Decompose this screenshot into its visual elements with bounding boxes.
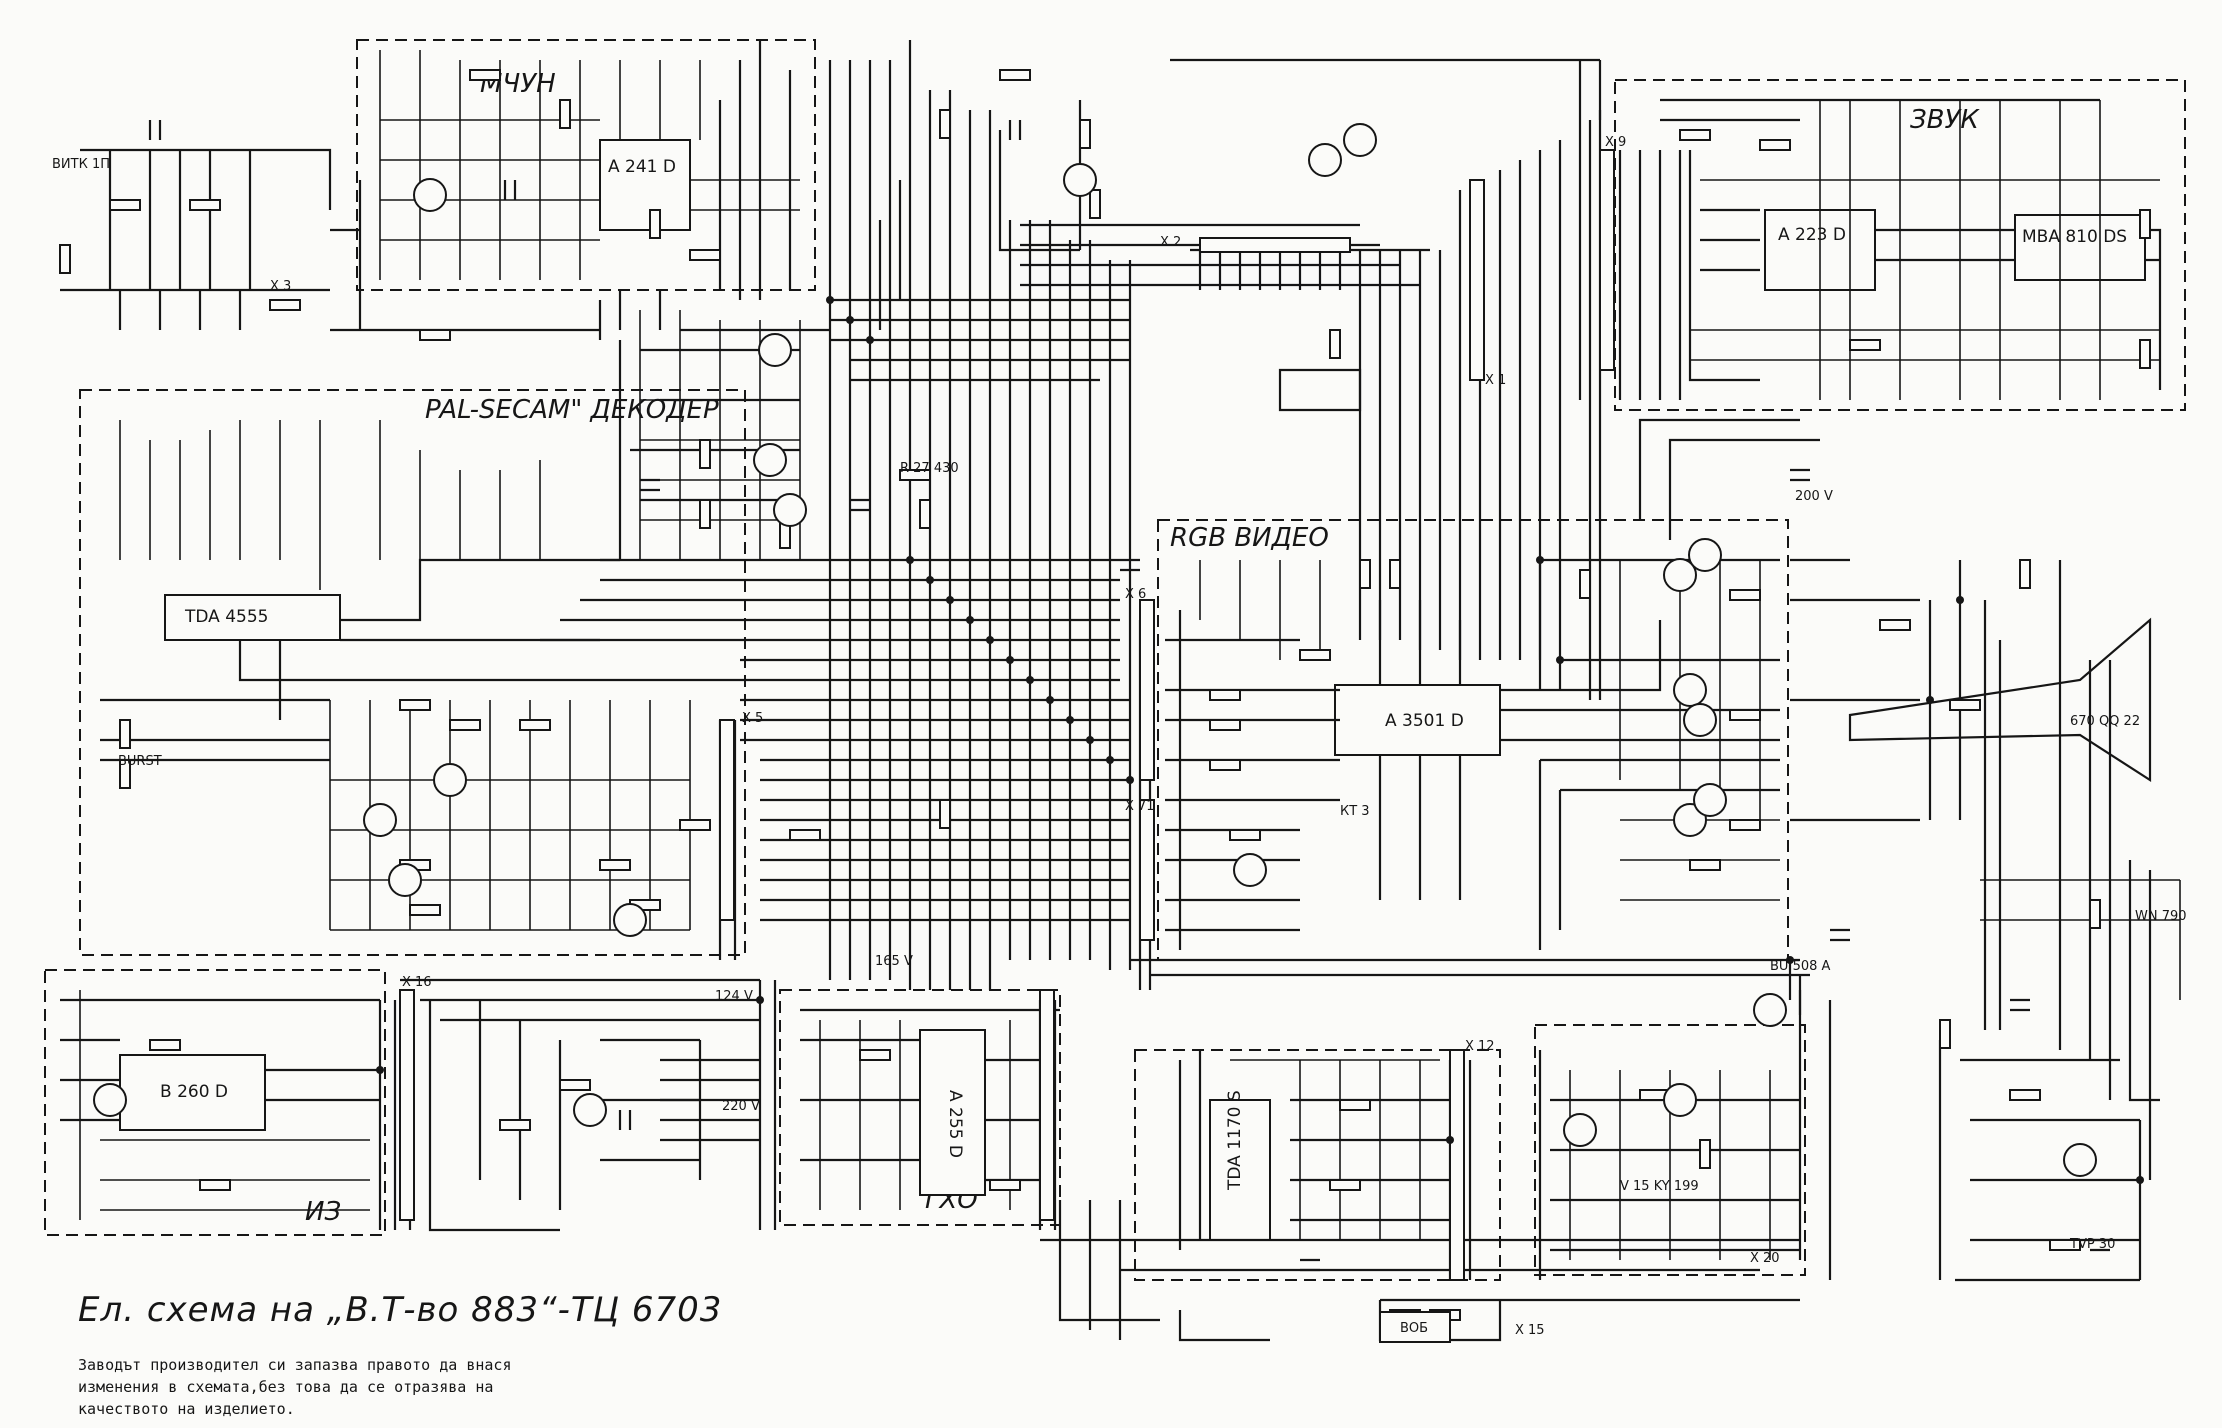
v124-label: 124 V [715,989,753,1004]
x9-label: X 9 [1605,135,1626,150]
connector-x5 [719,719,735,921]
tvp-label: TVP 30 [2069,1237,2115,1252]
x16-label: X 16 [402,975,432,990]
connector-x71 [1139,799,1155,941]
vitk-label: ВИТК 1П [52,157,110,172]
connector-x12 [1449,1049,1465,1281]
connector-x6 [1139,599,1155,781]
iz-block-title: ИЗ [305,1197,341,1227]
connector-x9 [1599,149,1615,371]
transistors [93,123,2097,1177]
a255d-chip [919,1029,986,1196]
burst-label: BURST [118,754,162,769]
x1-label: X 1 [1485,373,1506,388]
line-block-border [1534,1024,1806,1276]
x20-label: X 20 [1750,1251,1780,1266]
b260d-chip [119,1054,266,1131]
kinescope-label: 670 QQ 22 [2070,714,2140,729]
gho-block-border [779,989,1061,1226]
kinescope-outline [1848,617,2152,783]
b260d-label: B 260 D [160,1082,228,1102]
a3501d-chip [1334,684,1501,756]
v200-label: 200 V [1795,489,1833,504]
v165-label: 165 V [875,954,913,969]
a241d-label: A 241 D [608,157,676,177]
sound-block-title: ЗВУК [1910,105,1980,135]
connector-x16 [399,989,415,1221]
v220-label: 220 V [722,1099,760,1114]
rgb-video-block-title: RGB ВИДЕО [1170,523,1329,553]
pal-secam-block-border [79,389,746,956]
a3501d-label: A 3501 D [1385,711,1464,731]
signal-wiring [79,50,2181,1260]
x6-label: X 6 [1125,587,1146,602]
tda1170-chip [1209,1099,1271,1241]
kt3-label: КТ 3 [1340,804,1370,819]
rgb-video-block-border [1157,519,1789,961]
x71-label: X 71 [1125,799,1155,814]
vob-label: ВОБ [1400,1321,1428,1336]
mchun-block-border [356,39,816,291]
x3-label: X 3 [270,279,291,294]
x2-label: X 2 [1160,235,1181,250]
mba810-chip [2014,214,2146,281]
connectors [399,149,1615,1281]
tda1170-label: TDA 1170 S [1225,1090,1245,1191]
v15-label: V 15 KY 199 [1620,1179,1699,1194]
junctions [376,296,2144,1184]
a223d-label: A 223 D [1778,225,1846,245]
note-line-1: Заводът производител си запазва правото … [78,1356,512,1374]
a241d-chip [599,139,691,231]
note-line-3: качеството на изделието. [78,1400,295,1418]
wn790-label: WN 790 [2135,909,2187,924]
note-line-2: изменения в схемата,без това да се отраз… [78,1378,494,1396]
connector-x2 [1199,237,1351,253]
connector-x1 [1469,179,1485,381]
tda4555-label: TDA 4555 [184,607,268,627]
components [59,69,2151,1321]
a255d-label: A 255 D [945,1090,965,1158]
r27-label: R 27 430 [900,461,959,476]
vob-box [1379,1311,1451,1343]
mba810-label: MBA 810 DS [2022,227,2127,247]
tda4555-chip [164,594,341,641]
x15-label: X 15 [1515,1323,1545,1338]
x12-label: X 12 [1465,1039,1495,1054]
page-title: Ел. схема на „В.Т-во 883“-ТЦ 6703 [78,1290,723,1330]
x5-label: X 5 [742,711,763,726]
bu508-label: BU 508 A [1770,959,1831,974]
connector-x4 [1039,989,1055,1221]
frame-block-border [1134,1049,1501,1281]
